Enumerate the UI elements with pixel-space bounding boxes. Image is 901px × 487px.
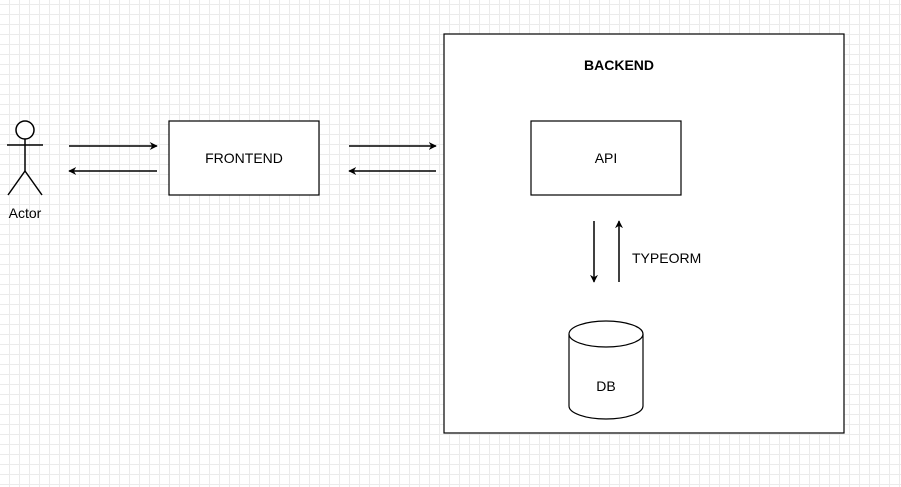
actor-label: Actor (9, 205, 42, 221)
db-cylinder[interactable] (568, 320, 644, 420)
db-cylinder-top (568, 320, 644, 348)
db-label: DB (596, 378, 615, 394)
api-box[interactable] (530, 120, 682, 196)
api-label: API (595, 150, 618, 166)
backend-container[interactable] (443, 33, 845, 434)
typeorm-label: TYPEORM (632, 250, 701, 266)
frontend-box[interactable] (168, 120, 320, 196)
actor-head (15, 120, 35, 140)
backend-title: BACKEND (584, 57, 654, 73)
actor-figure[interactable] (7, 120, 43, 196)
frontend-label: FRONTEND (205, 150, 283, 166)
db-cylinder-body (568, 334, 644, 420)
actor-left-leg (7, 170, 26, 196)
actor-right-leg (24, 170, 43, 196)
